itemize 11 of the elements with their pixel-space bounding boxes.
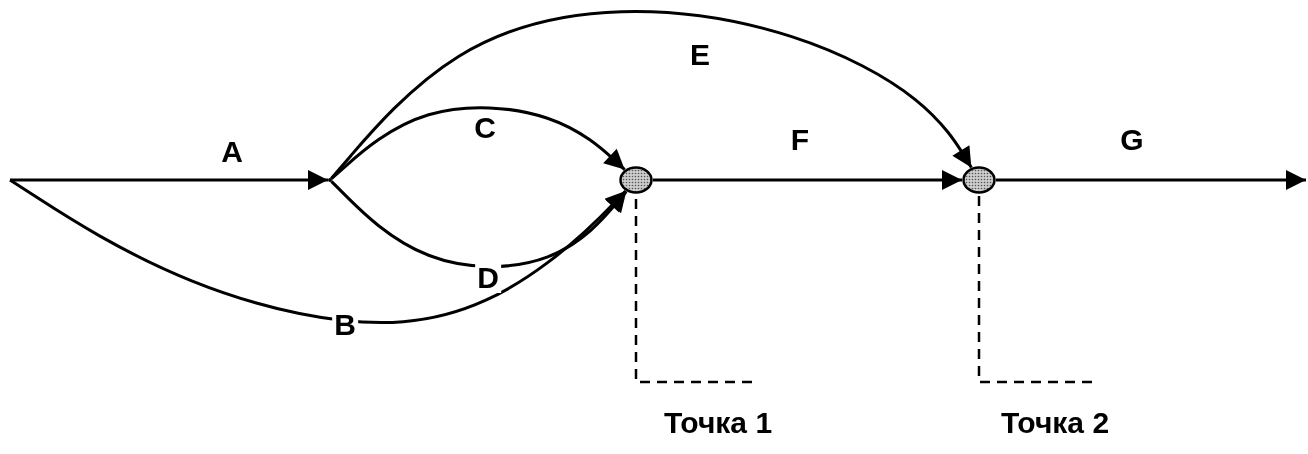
arrow <box>996 170 1306 190</box>
arrow <box>10 170 328 190</box>
arrow <box>330 10 973 180</box>
point-label: Точка 1 <box>662 406 774 439</box>
edge-label: D <box>475 263 501 293</box>
arrow <box>330 180 628 268</box>
point-label: Точка 2 <box>999 406 1111 439</box>
arrow <box>330 106 626 180</box>
arrow <box>9 178 627 324</box>
arrow <box>653 170 962 190</box>
leader-line <box>977 194 1092 384</box>
